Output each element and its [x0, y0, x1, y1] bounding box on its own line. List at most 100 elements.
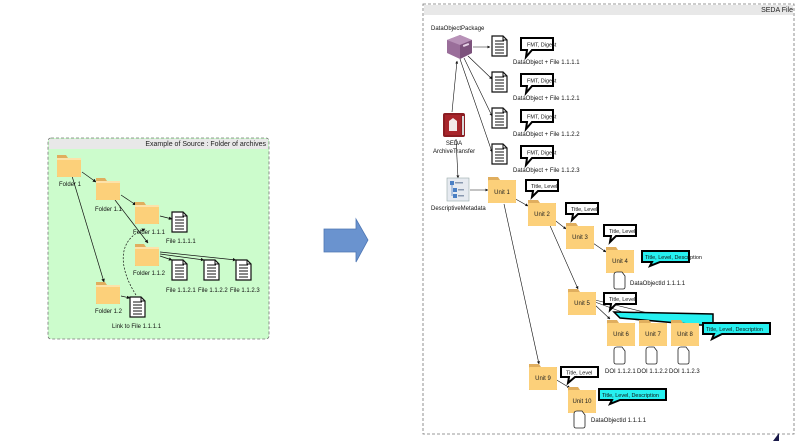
transfer-label: SEDA	[446, 141, 462, 147]
data-object-label: DataObject + File 1.1.2.2	[513, 132, 580, 138]
folder-label: Folder 1	[59, 182, 82, 188]
unit[interactable]: Unit 3	[566, 223, 594, 249]
folder-icon[interactable]	[135, 202, 159, 224]
unit-label: Unit 5	[574, 301, 590, 307]
folder-icon[interactable]	[96, 282, 120, 304]
callout-text: FMT, Digest	[527, 43, 557, 49]
callout-text: Title, Level, Description	[602, 393, 659, 399]
data-object: FMT, Digest DataObject + File 1.1.2.3	[491, 143, 580, 174]
file-icon[interactable]	[491, 107, 508, 129]
unit[interactable]: Unit 8	[671, 320, 699, 346]
callout: FMT, Digest	[520, 145, 557, 169]
folder-icon[interactable]	[57, 155, 81, 177]
data-object: FMT, Digest DataObject + File 1.1.1.1	[491, 35, 580, 66]
package-edges	[451, 45, 493, 179]
folder-label: Folder 1.1	[95, 207, 123, 213]
callout-text: FMT, Digest	[527, 115, 557, 121]
file-label: Link to File 1.1.1.1	[112, 324, 162, 330]
descriptive-metadata-icon[interactable]	[446, 177, 470, 202]
unit[interactable]: Unit 5	[568, 289, 596, 315]
data-object: FMT, Digest DataObject + File 1.1.2.1	[491, 71, 580, 102]
right-arrow-icon	[323, 217, 369, 263]
data-object-ref-icon[interactable]	[613, 271, 626, 290]
file-icon[interactable]	[203, 259, 220, 281]
unit[interactable]: Unit 2	[528, 200, 556, 226]
source-panel-title: Example of Source : Folder of archives	[145, 141, 266, 148]
file-icon[interactable]	[235, 259, 252, 281]
unit-label: Unit 9	[535, 376, 551, 382]
file-label: File 1.1.2.2	[198, 288, 228, 294]
data-object-ref-label: DataObjectId 1.1.1.1	[630, 281, 686, 287]
file-label: File 1.1.2.3	[230, 288, 260, 294]
unit-label: Unit 2	[534, 212, 550, 218]
callout-text: Title, Level	[571, 207, 597, 213]
link-file-icon[interactable]	[129, 296, 146, 318]
source-panel: Example of Source : Folder of archives F…	[47, 137, 270, 340]
unit-label: Unit 8	[677, 332, 693, 338]
file-icon[interactable]	[491, 35, 508, 57]
data-object: FMT, Digest DataObject + File 1.1.2.2	[491, 107, 580, 138]
data-object-label: DataObject + File 1.1.2.3	[513, 168, 580, 174]
transfer-label: ArchiveTransfer	[433, 149, 475, 155]
unit[interactable]: Unit 1	[488, 177, 516, 203]
callout: Title, Level	[603, 224, 637, 245]
data-object-ref-icon[interactable]	[573, 410, 586, 429]
package-icon[interactable]	[447, 35, 472, 59]
unit-label: Unit 4	[612, 259, 628, 265]
seda-panel: SEDA File	[422, 3, 795, 435]
file-label: File 1.1.2.1	[166, 288, 196, 294]
file-icon[interactable]	[491, 143, 508, 165]
data-object-ref-icon[interactable]	[613, 346, 626, 365]
unit-label: Unit 1	[494, 190, 510, 196]
unit-label: Unit 10	[572, 399, 592, 405]
resize-handle-icon[interactable]	[773, 433, 779, 441]
data-object-label: DataObject + File 1.1.2.1	[513, 96, 580, 102]
file-icon[interactable]	[171, 259, 188, 281]
callout-text: Title, Level	[609, 297, 635, 303]
unit[interactable]: Unit 4	[606, 247, 634, 273]
file-icon[interactable]	[491, 71, 508, 93]
source-edges	[71, 171, 237, 300]
callout-text: Title, Level	[609, 229, 635, 235]
callout-highlight: Title, Level, Description	[641, 250, 702, 268]
folder-label: Folder 1.1.1	[133, 230, 166, 236]
callout-highlight: Title, Level, Description	[702, 322, 771, 342]
callout-text: Title, Level	[531, 184, 557, 190]
callout-text: Title, Level, Description	[706, 327, 763, 333]
file-icon[interactable]	[171, 211, 188, 233]
seda-panel-title: SEDA File	[761, 7, 793, 14]
callout: Title, Level	[525, 179, 559, 200]
callout: Title, Level	[565, 202, 599, 223]
callout: Title, Level	[603, 292, 637, 313]
metadata-label: DescriptiveMetadata	[431, 206, 486, 212]
unit[interactable]: Unit 7	[639, 320, 667, 346]
callout-highlight: Title, Level, Description	[598, 388, 667, 406]
callout: FMT, Digest	[520, 37, 557, 61]
file-label: File 1.1.1.1	[166, 239, 196, 245]
unit-label: Unit 6	[613, 332, 629, 338]
archive-transfer-icon[interactable]	[443, 113, 465, 137]
folder-label: Folder 1.1.2	[133, 271, 166, 277]
folder-icon[interactable]	[135, 244, 159, 266]
folder-label: Folder 1.2	[95, 309, 123, 315]
data-object-ref-icon[interactable]	[645, 346, 658, 365]
unit-label: Unit 3	[572, 235, 588, 241]
callout-text: FMT, Digest	[527, 79, 557, 85]
unit[interactable]: Unit 10	[568, 387, 596, 413]
data-object-ref-icon[interactable]	[677, 346, 690, 365]
callout: Title, Level	[560, 366, 599, 386]
callout-text: FMT, Digest	[527, 151, 557, 157]
callout-text: Title, Level, Description	[645, 255, 702, 261]
data-object-ref-label: DOI 1.1.2.1	[605, 369, 636, 375]
folder-icon[interactable]	[96, 178, 120, 200]
unit[interactable]: Unit 6	[607, 320, 635, 346]
data-object-ref-label: DOI 1.1.2.3	[669, 369, 700, 375]
package-label: DataObjectPackage	[431, 26, 485, 32]
callout: FMT, Digest	[520, 73, 557, 97]
unit[interactable]: Unit 9	[529, 364, 557, 390]
data-object-ref-label: DOI 1.1.2.2	[637, 369, 668, 375]
callout-text: Title, Level	[566, 371, 592, 377]
unit-label: Unit 7	[645, 332, 661, 338]
data-object-ref-label: DataObjectId 1.1.1.1	[591, 418, 647, 424]
